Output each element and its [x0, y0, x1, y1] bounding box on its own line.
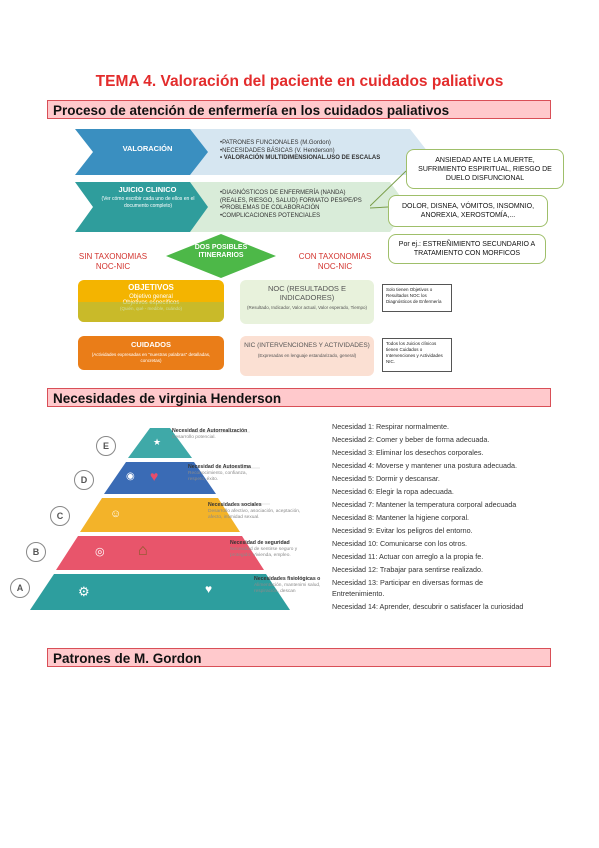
- gear-icon: ⚙: [78, 584, 90, 599]
- level-desc-d: Reconocimiento, confianza, respeto, éxit…: [188, 471, 247, 482]
- level-desc-e: Desarrollo potencial.: [172, 435, 216, 440]
- objetivos-base: [78, 302, 224, 322]
- con-taxonomias: CON TAXONOMIAS NOC-NIC: [298, 252, 372, 271]
- need-item: Necesidad 4: Moverse y mantener una post…: [332, 461, 517, 470]
- level-title-c: Necesidades sociales: [208, 502, 262, 508]
- need-item: Necesidad 8: Mantener la higiene corpora…: [332, 513, 470, 522]
- need-item: Necesidad 1: Respirar normalmente.: [332, 422, 450, 431]
- cuidados-box: CUIDADOS (Actividades expresadas en "nue…: [78, 336, 224, 370]
- house-icon: ⌂: [138, 542, 148, 559]
- eye-icon: ◉: [126, 471, 135, 482]
- level-title-e: Necesidad de Autorrealización: [172, 428, 248, 434]
- level-title-d: Necesidad de Autoestima: [188, 464, 251, 470]
- heart-icon: ♥: [150, 468, 159, 484]
- level-letter-b: B: [26, 542, 46, 562]
- level-letter-a: A: [10, 578, 30, 598]
- section-header-pae: Proceso de atención de enfermería en los…: [47, 100, 551, 119]
- note-solo-noc: Solo tienen Objetivos o Resultados NOC l…: [382, 284, 452, 312]
- need-item: Necesidad 14: Aprender, descubrir o sati…: [332, 602, 524, 611]
- level-desc-a: Alimentación, mantenimi salud, respiraci…: [254, 583, 321, 594]
- box-ejemplo: Por ej.: ESTREÑIMIENTO SECUNDARIO A TRAT…: [388, 234, 546, 264]
- need-item: Necesidad 6: Elegir la ropa adecuada.: [332, 487, 454, 496]
- itinerarios-label: DOS POSIBLES ITINERARIOS: [194, 244, 248, 259]
- need-item: Necesidad 5: Dormir y descansar.: [332, 474, 440, 483]
- need-item: Necesidad 11: Actuar con arreglo a la pr…: [332, 552, 484, 561]
- level-desc-b: Necesidad de sentirse seguro y protegido…: [230, 547, 298, 558]
- need-item: Necesidad 13: Participar en diversas for…: [332, 578, 484, 587]
- need-item: Necesidad 12: Trabajar para sentirse rea…: [332, 565, 484, 574]
- level-letter-d: D: [74, 470, 94, 490]
- maslow-pyramid: ★ ◉ ♥ ☺ ◎ ⌂ ⚙ ♥ E D C B A Necesidad de A…: [10, 418, 330, 618]
- valoracion-label: VALORACIÓN: [122, 144, 173, 153]
- box-dolor: DOLOR, DISNEA, VÓMITOS, INSOMNIO, ANOREX…: [388, 195, 548, 227]
- juicio-label: JUICIO CLINICO: [118, 185, 177, 194]
- need-item: Entretenimiento.: [332, 589, 385, 598]
- level-letter-e: E: [96, 436, 116, 456]
- sin-taxonomias: SIN TAXONOMIAS NOC-NIC: [78, 252, 148, 271]
- level-title-a: Necesidades fisiológicas o: [254, 576, 321, 582]
- need-item: Necesidad 2: Comer y beber de forma adec…: [332, 435, 490, 444]
- heart-health-icon: ♥: [205, 582, 213, 596]
- box-ansiedad: ANSIEDAD ANTE LA MUERTE, SUFRIMIENTO ESP…: [406, 149, 564, 189]
- juicio-arrow-shape: [75, 182, 223, 232]
- need-item: Necesidad 7: Mantener la temperatura cor…: [332, 500, 517, 509]
- page-title: TEMA 4. Valoración del paciente en cuida…: [95, 73, 504, 90]
- section-header-gordon: Patrones de M. Gordon: [47, 648, 551, 667]
- people-icon: ☺: [110, 508, 122, 520]
- juicio-sub: (Ver cómo escribir cada uno de ellos en …: [101, 196, 195, 209]
- need-item: Necesidad 3: Eliminar los desechos corpo…: [332, 448, 484, 457]
- juicio-items-arrow: [190, 182, 408, 232]
- note-todos-nic: Todos los Juicios clínicos tienen Cuidad…: [382, 338, 452, 372]
- section-header-henderson: Necesidades de virginia Henderson: [47, 388, 551, 407]
- process-diagram: VALORACIÓN •PATRONES FUNCIONALES (M.Gord…: [70, 126, 566, 386]
- valoracion-items-arrow: [190, 129, 428, 175]
- noc-box: NOC (RESULTADOS E INDICADORES) (Resultad…: [240, 280, 374, 324]
- need-item: Necesidad 9: Evitar los peligros del ent…: [332, 526, 473, 535]
- target-icon: ◎: [95, 546, 105, 558]
- star-icon: ★: [153, 437, 162, 447]
- valoracion-arrow-shape: [75, 129, 223, 175]
- valoracion-items: •PATRONES FUNCIONALES (M.Gordon) •NECESI…: [220, 140, 381, 161]
- level-desc-c: Desarrollo afectivo, asociación, aceptac…: [208, 509, 301, 520]
- juicio-items: •DIAGNÓSTICOS DE ENFERMERÍA (NANDA) (REA…: [220, 190, 362, 219]
- pyramid-shapes: [30, 428, 310, 610]
- itinerarios-diamond: [166, 234, 276, 278]
- level-letter-c: C: [50, 506, 70, 526]
- need-item: Necesidad 10: Comunicarse con los otros.: [332, 539, 468, 548]
- level-title-b: Necesidad de seguridad: [230, 540, 290, 546]
- nic-box: NIC (INTERVENCIONES Y ACTIVIDADES) (Expr…: [240, 336, 374, 376]
